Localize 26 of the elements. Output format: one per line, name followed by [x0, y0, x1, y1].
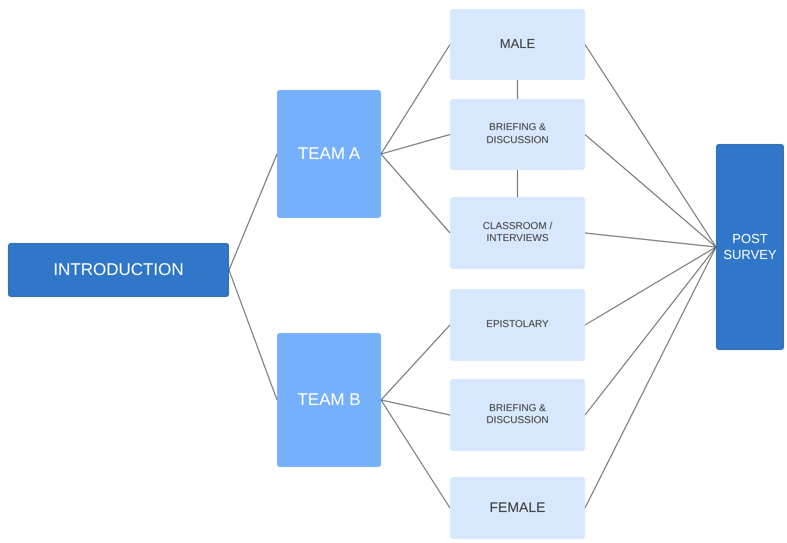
connector-line: [517, 170, 518, 198]
connector-line: [380, 134, 450, 154]
process-box: MALE: [450, 9, 585, 80]
process-box: TEAM A: [277, 90, 381, 218]
process-box: CLASSROOM / INTERVIEWS: [450, 197, 585, 269]
process-box: TEAM B: [277, 333, 381, 467]
connector-line: [228, 154, 278, 270]
connector-line: [584, 44, 716, 248]
connector-line: [380, 154, 450, 234]
connector-line: [380, 324, 450, 400]
process-box: INTRODUCTION: [8, 243, 229, 297]
connector-line: [584, 246, 716, 508]
process-box: POST SURVEY: [716, 144, 784, 350]
process-box: BRIEFING & DISCUSSION: [450, 379, 585, 451]
process-box: BRIEFING & DISCUSSION: [450, 99, 585, 170]
process-box: EPISTOLARY: [450, 289, 585, 361]
process-box: FEMALE: [450, 477, 585, 539]
connector-line: [228, 270, 278, 400]
connector-line: [517, 80, 518, 100]
connector-line: [584, 246, 716, 326]
connector-line: [380, 400, 450, 416]
connector-line: [380, 400, 450, 508]
connector-line: [380, 44, 450, 154]
connector-line: [584, 246, 716, 416]
connector-line: [584, 232, 716, 248]
connector-line: [584, 134, 716, 248]
